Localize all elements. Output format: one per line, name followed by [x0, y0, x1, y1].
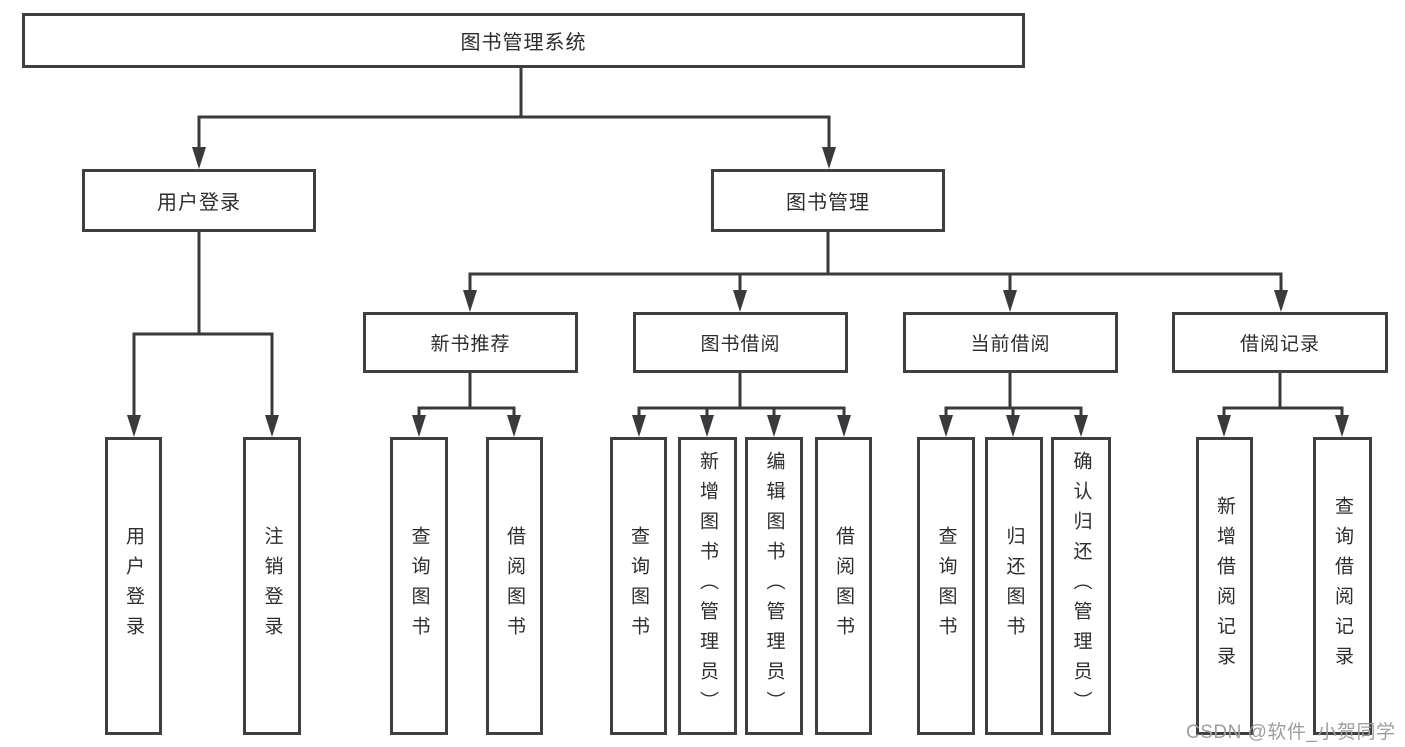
leaf-label: 查询借阅记录 — [1332, 496, 1353, 676]
node-new-book-recommend: 新书推荐 — [363, 312, 578, 373]
leaf-label: 借阅图书 — [504, 526, 525, 646]
leaf-label: 查询图书 — [935, 526, 957, 646]
node-borrow-record: 借阅记录 — [1172, 312, 1388, 373]
leaf-borrow-book: 借阅图书 — [815, 437, 872, 735]
node-label: 图书管理系统 — [460, 32, 587, 54]
arrowhead-icon — [412, 415, 426, 437]
node-book-borrow: 图书借阅 — [633, 312, 848, 373]
leaf-query-borrow-record: 查询借阅记录 — [1313, 437, 1372, 735]
node-label: 新书推荐 — [430, 334, 511, 355]
arrowhead-icon — [1274, 290, 1288, 312]
arrowhead-icon — [822, 147, 836, 169]
node-label: 借阅记录 — [1239, 334, 1320, 355]
arrowhead-icon — [700, 415, 714, 437]
node-current-borrow: 当前借阅 — [903, 312, 1118, 373]
leaf-label: 新增借阅记录 — [1214, 496, 1235, 676]
arrowhead-icon — [127, 415, 141, 437]
leaf-borrow-book-recommend: 借阅图书 — [486, 437, 543, 735]
leaf-query-book-current: 查询图书 — [917, 437, 975, 735]
arrowhead-icon — [1006, 415, 1020, 437]
arrowhead-icon — [192, 147, 206, 169]
leaf-label: 查询图书 — [628, 526, 649, 646]
leaf-query-book-borrow: 查询图书 — [610, 437, 667, 735]
arrowhead-icon — [733, 290, 747, 312]
leaf-query-book-recommend: 查询图书 — [390, 437, 448, 735]
leaf-return-book: 归还图书 — [985, 437, 1043, 735]
arrowhead-icon — [1335, 415, 1349, 437]
arrowhead-icon — [837, 415, 851, 437]
leaf-edit-book-admin: 编辑图书（管理员） — [745, 437, 803, 735]
arrowhead-icon — [939, 415, 953, 437]
leaf-label: 确认归还（管理员） — [1070, 451, 1092, 721]
node-user-login: 用户登录 — [82, 169, 316, 232]
arrowhead-icon — [767, 415, 781, 437]
node-label: 当前借阅 — [970, 334, 1051, 355]
node-label: 图书借阅 — [700, 334, 781, 355]
leaf-label: 编辑图书（管理员） — [763, 451, 785, 721]
leaf-label: 借阅图书 — [833, 526, 854, 646]
leaf-label: 注销登录 — [261, 526, 283, 646]
arrowhead-icon — [632, 415, 646, 437]
leaf-add-borrow-record: 新增借阅记录 — [1196, 437, 1253, 735]
csdn-watermark: CSDN @软件_小贺同学 — [1186, 722, 1396, 743]
leaf-label: 查询图书 — [408, 526, 430, 646]
leaf-confirm-return-admin: 确认归还（管理员） — [1051, 437, 1111, 735]
node-label: 图书管理 — [786, 192, 870, 214]
arrowhead-icon — [1217, 415, 1231, 437]
arrowhead-icon — [1074, 415, 1088, 437]
arrowhead-icon — [1003, 290, 1017, 312]
arrowhead-icon — [463, 290, 477, 312]
node-book-management: 图书管理 — [711, 169, 945, 232]
leaf-logout: 注销登录 — [243, 437, 301, 735]
leaf-add-book-admin: 新增图书（管理员） — [678, 437, 737, 735]
leaf-label: 归还图书 — [1003, 526, 1025, 646]
node-library-management-system: 图书管理系统 — [22, 13, 1025, 68]
arrowhead-icon — [507, 415, 521, 437]
arrowhead-icon — [265, 415, 279, 437]
leaf-user-login: 用户登录 — [105, 437, 162, 735]
leaf-label: 用户登录 — [123, 526, 144, 646]
node-label: 用户登录 — [157, 192, 241, 214]
leaf-label: 新增图书（管理员） — [697, 451, 718, 721]
